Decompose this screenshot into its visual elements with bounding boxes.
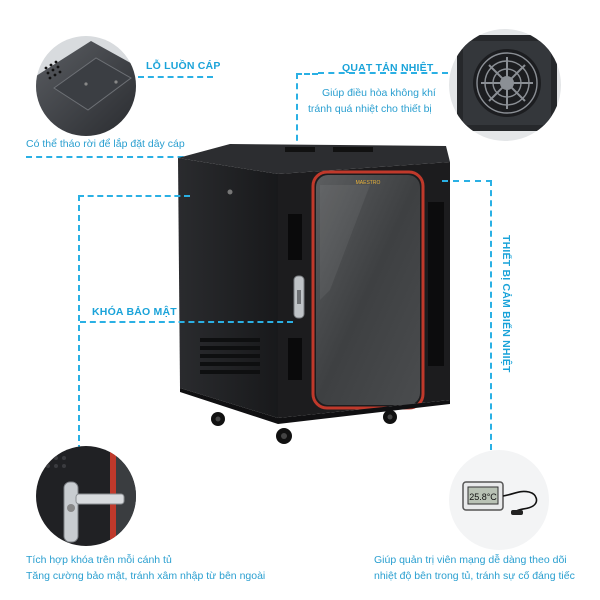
cable-hole-title: LỖ LUỒN CÁP (146, 60, 221, 72)
sensor-closeup: 25.8°C (449, 450, 549, 550)
sensor-desc-1: Giúp quản trị viên mạng dễ dàng theo dõi (374, 554, 567, 566)
lock-closeup-image (36, 446, 136, 546)
cable-hole-desc: Có thể tháo rời để lắp đặt dây cáp (26, 138, 185, 150)
cooling-fan-image (449, 29, 561, 141)
lock-leader-mid (80, 321, 293, 323)
brand-label: MAESTRO (356, 180, 381, 186)
sensor-desc-2: nhiệt độ bên trong tủ, tránh sự cố đáng … (374, 570, 575, 582)
sensor-title: THIẾT BỊ CẢM BIẾN NHIỆT (500, 235, 512, 373)
lock-leader-left (78, 195, 80, 451)
cable-hole-desc-line (26, 156, 224, 158)
cooling-fan-desc-1: Giúp điều hòa không khí (322, 87, 436, 99)
cooling-fan-leader-h (296, 73, 318, 75)
sensor-leader-top (442, 180, 492, 182)
cable-hole-underline (138, 76, 213, 78)
cooling-fan-title: QUẠT TẢN NHIỆT (342, 62, 434, 74)
cooling-fan-desc-2: tránh quá nhiệt cho thiết bị (308, 103, 432, 115)
cooling-fan-underline (318, 72, 448, 74)
thermometer-reading: 25.8°C (469, 492, 497, 502)
lock-desc-1: Tích hợp khóa trên mỗi cánh tủ (26, 554, 172, 566)
lock-desc-2: Tăng cường bảo mật, tránh xâm nhập từ bê… (26, 570, 266, 582)
rack-cabinet: MAESTRO (178, 144, 450, 444)
lock-leader-top (78, 195, 190, 197)
cable-hole-closeup-image (36, 36, 136, 136)
cooling-fan-leader-v (296, 73, 298, 151)
cable-hole-closeup (36, 36, 136, 136)
lock-title: KHÓA BẢO MẬT (92, 306, 177, 318)
lock-closeup (36, 446, 136, 546)
cooling-fan-closeup (449, 29, 561, 141)
sensor-leader-right (490, 180, 492, 450)
thermometer-image: 25.8°C (449, 450, 549, 550)
